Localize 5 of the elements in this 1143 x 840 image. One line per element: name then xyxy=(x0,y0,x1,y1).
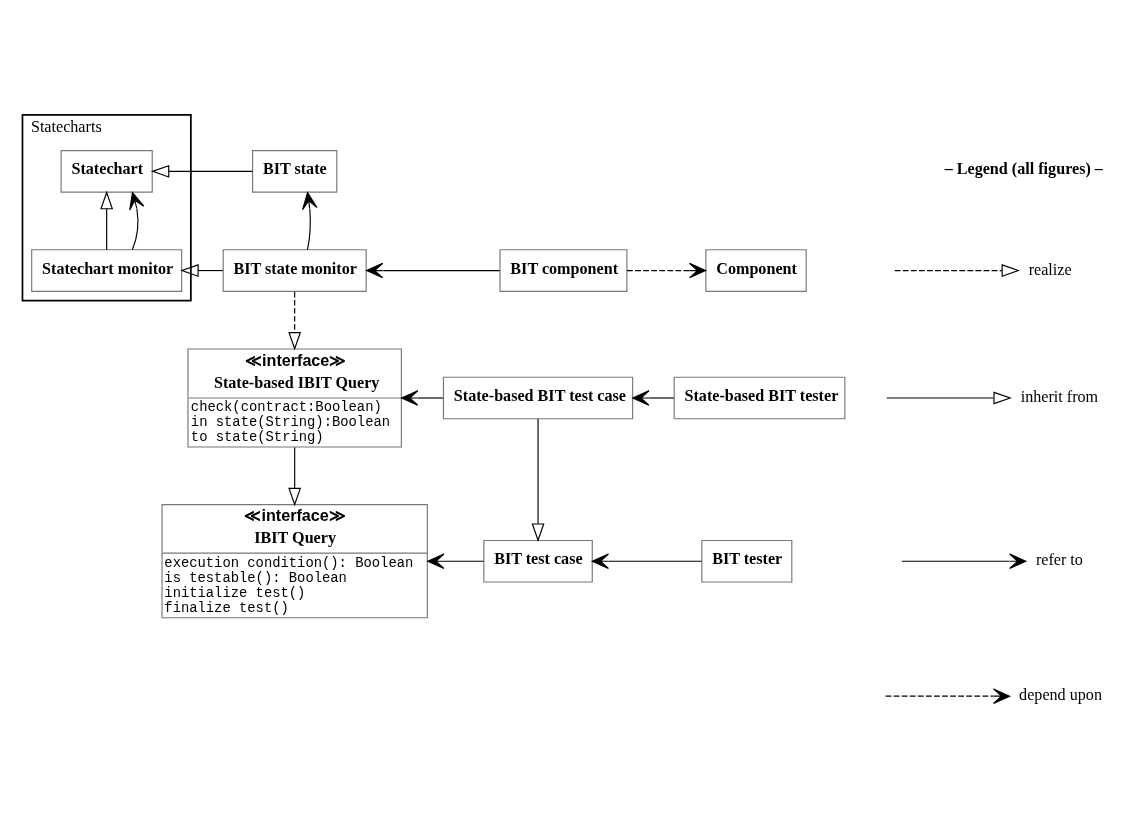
legend-label: inherit from xyxy=(1020,387,1099,405)
legend-label: refer to xyxy=(1035,550,1083,568)
legend-label: realize xyxy=(1028,260,1072,278)
legend-label: depend upon xyxy=(1019,685,1102,703)
label: – Legend (all figures) – xyxy=(944,159,1103,177)
